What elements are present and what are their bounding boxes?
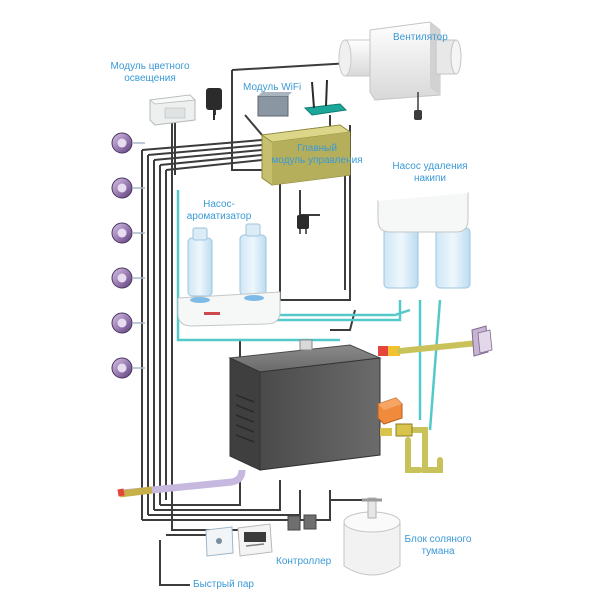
- steam-outlet-pipe: [117, 469, 246, 498]
- main-control-module: [260, 124, 352, 186]
- color-lights: [111, 132, 145, 379]
- color-light-3: [111, 222, 133, 244]
- descaling-pump: [377, 191, 471, 289]
- inlet-valve: [378, 346, 400, 356]
- power-adapter: [206, 88, 222, 120]
- salt-fog-unit-label: Блок соляного тумана: [404, 534, 472, 557]
- color-light-module-label: Модуль цветного освещения: [110, 61, 190, 84]
- steam-pipes: [397, 340, 481, 473]
- fan-label: Вентилятор: [393, 32, 448, 43]
- quick-steam-label: Быстрый пар: [193, 579, 254, 590]
- controller-label: Контроллер: [276, 556, 332, 567]
- quick-steam-button: [205, 526, 234, 557]
- cable-bundle: [141, 59, 401, 586]
- controller: [237, 523, 273, 557]
- sensor-boxes: [287, 514, 317, 531]
- wifi-router: [303, 79, 348, 116]
- color-light-6: [111, 357, 133, 379]
- color-light-1: [111, 132, 133, 154]
- ball-valve: [380, 423, 413, 437]
- pipe-flange: [471, 325, 493, 357]
- color-light-module: [149, 94, 196, 126]
- color-light-4: [111, 267, 133, 289]
- descaling-pump-label: Насос удаления накипи: [392, 161, 468, 184]
- aroma-pump: [177, 223, 281, 327]
- power-plug: [297, 215, 309, 234]
- salt-fog-unit: [343, 497, 401, 576]
- fan: [338, 21, 462, 120]
- orange-drain-valve: [377, 397, 403, 425]
- main-control-module-label: Главный модуль управления: [271, 143, 363, 166]
- wifi-module: [257, 92, 292, 117]
- color-light-5: [111, 312, 133, 334]
- color-light-2: [111, 177, 133, 199]
- water-lines: [176, 190, 442, 431]
- wifi-module-label: Модуль WiFi: [243, 82, 302, 93]
- steam-generator: [228, 339, 382, 471]
- aroma-pump-label: Насос- ароматизатор: [186, 199, 252, 222]
